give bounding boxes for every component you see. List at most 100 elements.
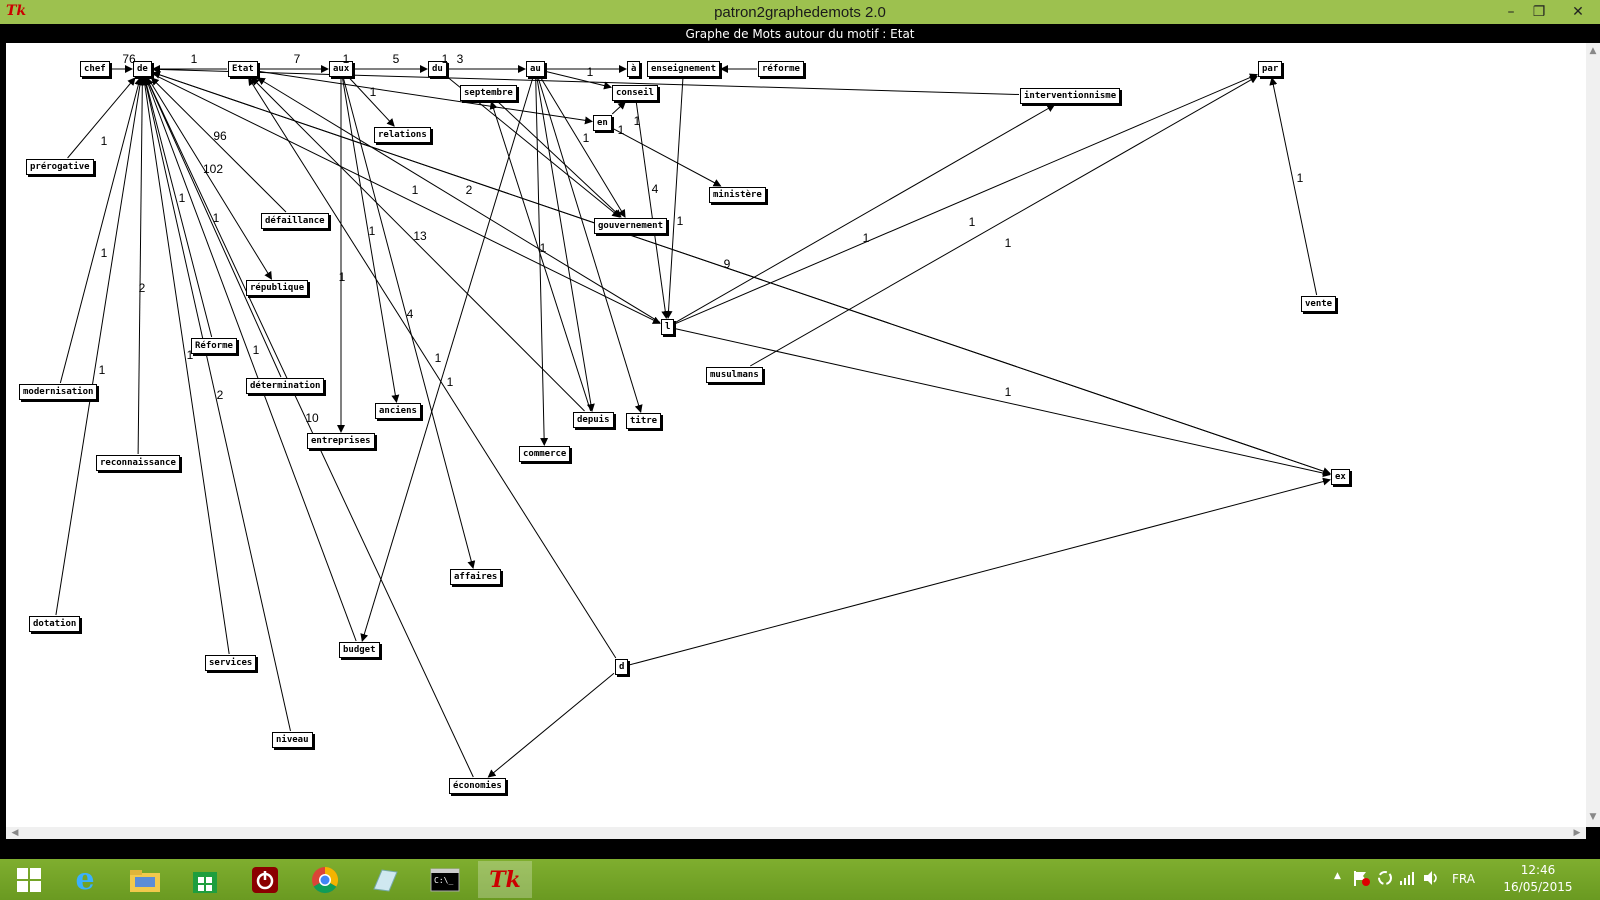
sync-icon[interactable] — [1376, 869, 1394, 890]
graph-edge-au-conseil — [545, 71, 612, 90]
graph-edges — [55, 65, 1331, 778]
graph-node-determination[interactable]: détermination — [246, 378, 325, 394]
graph-node-l[interactable]: l — [661, 319, 675, 335]
edge-weight-label: 4 — [406, 307, 414, 321]
edge-weight-label: 3 — [456, 52, 464, 66]
graph-node-services[interactable]: services — [205, 655, 257, 671]
graph-node-vente[interactable]: vente — [1301, 296, 1337, 312]
taskbar-power-app[interactable] — [238, 861, 292, 898]
graph-edge-interventionnisme-de — [152, 65, 1020, 96]
graph-node-musulmans[interactable]: musulmans — [706, 367, 763, 383]
graph-node-affaires[interactable]: affaires — [450, 569, 502, 585]
volume-icon[interactable] — [1422, 869, 1440, 890]
taskbar-command-prompt[interactable]: C:\_ — [418, 861, 472, 898]
clock-time[interactable]: 12:46 — [1520, 863, 1556, 877]
graph-edge-septembre-gouvernement — [497, 101, 622, 218]
start-button[interactable] — [2, 861, 56, 898]
graph-edge-l-ex — [674, 328, 1331, 478]
graph-node-interventionnisme[interactable]: interventionnisme — [1020, 88, 1121, 104]
graph-node-modernisation[interactable]: modernisation — [19, 384, 98, 400]
edge-weight-label: 9 — [723, 257, 731, 271]
graph-edge-determination-de — [145, 77, 282, 378]
graph-node-titre[interactable]: titre — [626, 413, 662, 429]
edge-weight-label: 13 — [413, 229, 427, 243]
edge-weight-label: 1 — [212, 211, 220, 225]
graph-node-de[interactable]: de — [133, 61, 152, 77]
graph-node-par[interactable]: par — [1258, 61, 1283, 77]
graph-node-etat[interactable]: Etat — [228, 61, 258, 77]
graph-node-reforme_r[interactable]: réforme — [758, 61, 804, 77]
graph-node-reconnaissance[interactable]: reconnaissance — [96, 455, 180, 471]
graph-node-aux[interactable]: aux — [329, 61, 354, 77]
graph-edge-au-depuis — [536, 77, 595, 412]
graph-node-en[interactable]: en — [593, 115, 612, 131]
graph-node-dotation[interactable]: dotation — [29, 616, 81, 632]
graph-node-gouvernement[interactable]: gouvernement — [594, 218, 668, 234]
taskbar-tk-app[interactable]: Tk — [478, 861, 532, 898]
graph-node-defaillance[interactable]: défaillance — [261, 213, 329, 229]
terminal-icon: C:\_ — [430, 868, 460, 891]
minimize-button[interactable]: – — [1507, 4, 1515, 20]
scroll-left-arrow[interactable]: ◀ — [11, 828, 19, 838]
graph-node-entreprises[interactable]: entreprises — [307, 433, 375, 449]
graph-node-conseil[interactable]: conseil — [612, 85, 658, 101]
graph-edge-reconnaissance-de — [137, 77, 147, 455]
graph-node-economies[interactable]: économies — [449, 778, 506, 794]
taskbar-store[interactable] — [178, 861, 232, 898]
horizontal-scrollbar[interactable]: ◀ ▶ — [6, 827, 1586, 839]
title-bar: Tk patron2graphedemots 2.0 – ❐ ✕ — [0, 0, 1600, 24]
edge-weight-label: 1 — [342, 52, 350, 66]
taskbar-file-explorer[interactable] — [118, 861, 172, 898]
edge-weight-label: 1 — [968, 215, 976, 229]
language-indicator[interactable]: FRA — [1452, 872, 1475, 886]
close-button[interactable]: ✕ — [1572, 4, 1584, 20]
taskbar-internet-explorer[interactable]: e — [58, 861, 112, 898]
graph-node-septembre[interactable]: septembre — [460, 85, 517, 101]
scroll-right-arrow[interactable]: ▶ — [1573, 828, 1581, 838]
graph-node-a[interactable]: à — [627, 61, 641, 77]
graph-node-prerogative[interactable]: prérogative — [26, 159, 94, 175]
graph-node-ex[interactable]: ex — [1331, 469, 1350, 485]
graph-node-du[interactable]: du — [428, 61, 447, 77]
folder-icon — [130, 869, 160, 892]
graph-node-ministere[interactable]: ministère — [709, 187, 766, 203]
clock-date[interactable]: 16/05/2015 — [1503, 880, 1573, 894]
graph-edge-en-conseil — [611, 101, 626, 115]
graph-node-au[interactable]: au — [526, 61, 545, 77]
action-center-flag-icon[interactable] — [1352, 869, 1370, 890]
edge-weight-label: 1 — [676, 214, 684, 228]
graph-edge-de-l — [152, 73, 661, 324]
graph-edge-vente-par — [1269, 77, 1318, 296]
graph-node-commerce[interactable]: commerce — [519, 446, 571, 462]
graph-edge-modernisation-de — [59, 77, 143, 384]
scroll-down-arrow[interactable]: ▼ — [1589, 812, 1597, 822]
edge-weight-label: 5 — [392, 52, 400, 66]
graph-node-Reforme[interactable]: Réforme — [191, 338, 237, 354]
tray-expand-icon[interactable]: ▲ — [1334, 871, 1341, 881]
graph-node-relations[interactable]: relations — [374, 127, 431, 143]
edge-weight-label: 1 — [411, 183, 419, 197]
scroll-up-arrow[interactable]: ▲ — [1589, 46, 1597, 56]
graph-node-d[interactable]: d — [615, 659, 629, 675]
graph-node-chef[interactable]: chef — [80, 61, 110, 77]
graph-edge-budget-de — [144, 77, 357, 642]
graph-node-niveau[interactable]: niveau — [272, 732, 313, 748]
graph-node-anciens[interactable]: anciens — [375, 403, 421, 419]
edge-weight-label: 1 — [582, 131, 590, 145]
graph-node-enseignement[interactable]: enseignement — [647, 61, 721, 77]
taskbar-chrome[interactable] — [298, 861, 352, 898]
edge-weight-label: 1 — [252, 343, 260, 357]
maximize-button[interactable]: ❐ — [1532, 4, 1546, 20]
graph-node-budget[interactable]: budget — [339, 642, 380, 658]
network-signal-icon[interactable] — [1398, 869, 1416, 890]
taskbar-notes-app[interactable] — [358, 861, 412, 898]
graph-edge-economies-de — [146, 77, 474, 778]
graph-canvas[interactable]: chef de Etat aux du au à enseignement réforme par… — [6, 43, 1586, 827]
graph-node-republique[interactable]: république — [246, 280, 309, 296]
edge-weight-label: 1 — [98, 363, 106, 377]
graph-edge-aux-affaires — [342, 77, 476, 569]
graph-edge-depuis-etat — [251, 77, 585, 412]
graph-node-depuis[interactable]: depuis — [573, 412, 614, 428]
graph-edge-en-ministere — [612, 128, 722, 187]
vertical-scrollbar[interactable]: ▲ ▼ — [1586, 43, 1600, 827]
